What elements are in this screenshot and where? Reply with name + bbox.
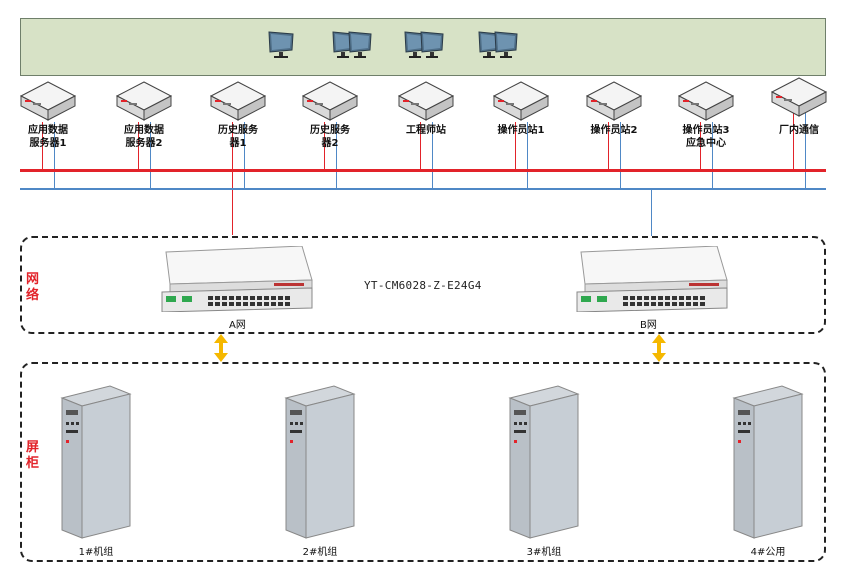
cabinet-icon: [508, 385, 580, 539]
server-label: 应用数据 服务器2: [124, 125, 164, 149]
switch-model-label: YT-CM6028-Z-E24G4: [364, 279, 482, 292]
monitor-pair-icon: [332, 31, 372, 58]
cabinet-zone: [20, 362, 826, 562]
server-label: 操作员站3 应急中心: [682, 125, 730, 149]
server-icon: [19, 81, 77, 121]
server-label: 工程师站: [406, 125, 446, 136]
server-icon: [115, 81, 173, 121]
switch-b-label: B网: [640, 320, 657, 331]
cabinet-label: 1#机组: [78, 547, 114, 558]
cabinet-icon: [732, 385, 804, 539]
server-icon: [677, 81, 735, 121]
server-icon: [301, 81, 359, 121]
cabinet-label: 4#公用: [750, 547, 786, 558]
cabinet-side-label: 屏柜: [26, 440, 40, 471]
double-arrow-icon: [652, 334, 666, 362]
monitor-icon: [268, 31, 294, 58]
switch-a-label: A网: [229, 320, 246, 331]
double-arrow-icon: [214, 334, 228, 362]
cabinet-icon: [284, 385, 356, 539]
server-icon: [397, 81, 455, 121]
cabinet-label: 2#机组: [302, 547, 338, 558]
cabinet-icon: [60, 385, 132, 539]
server-label: 历史服务 器1: [218, 125, 258, 149]
server-label: 厂内通信: [779, 125, 819, 136]
cabinet-label: 3#机组: [526, 547, 562, 558]
blue-network-bus: [20, 188, 826, 190]
monitor-pair-icon: [404, 31, 444, 58]
monitor-pair-icon: [478, 31, 518, 58]
network-switch-icon: [161, 246, 313, 312]
server-label: 操作员站2: [590, 125, 638, 136]
server-icon: [492, 81, 550, 121]
server-icon: [770, 77, 828, 117]
network-side-label: 网络: [26, 272, 40, 303]
server-icon: [585, 81, 643, 121]
red-network-bus: [20, 169, 826, 172]
server-label: 操作员站1: [497, 125, 545, 136]
network-zone: [20, 236, 826, 334]
server-icon: [209, 81, 267, 121]
server-label: 历史服务 器2: [310, 125, 350, 149]
network-switch-icon: [576, 246, 728, 312]
server-label: 应用数据 服务器1: [28, 125, 68, 149]
